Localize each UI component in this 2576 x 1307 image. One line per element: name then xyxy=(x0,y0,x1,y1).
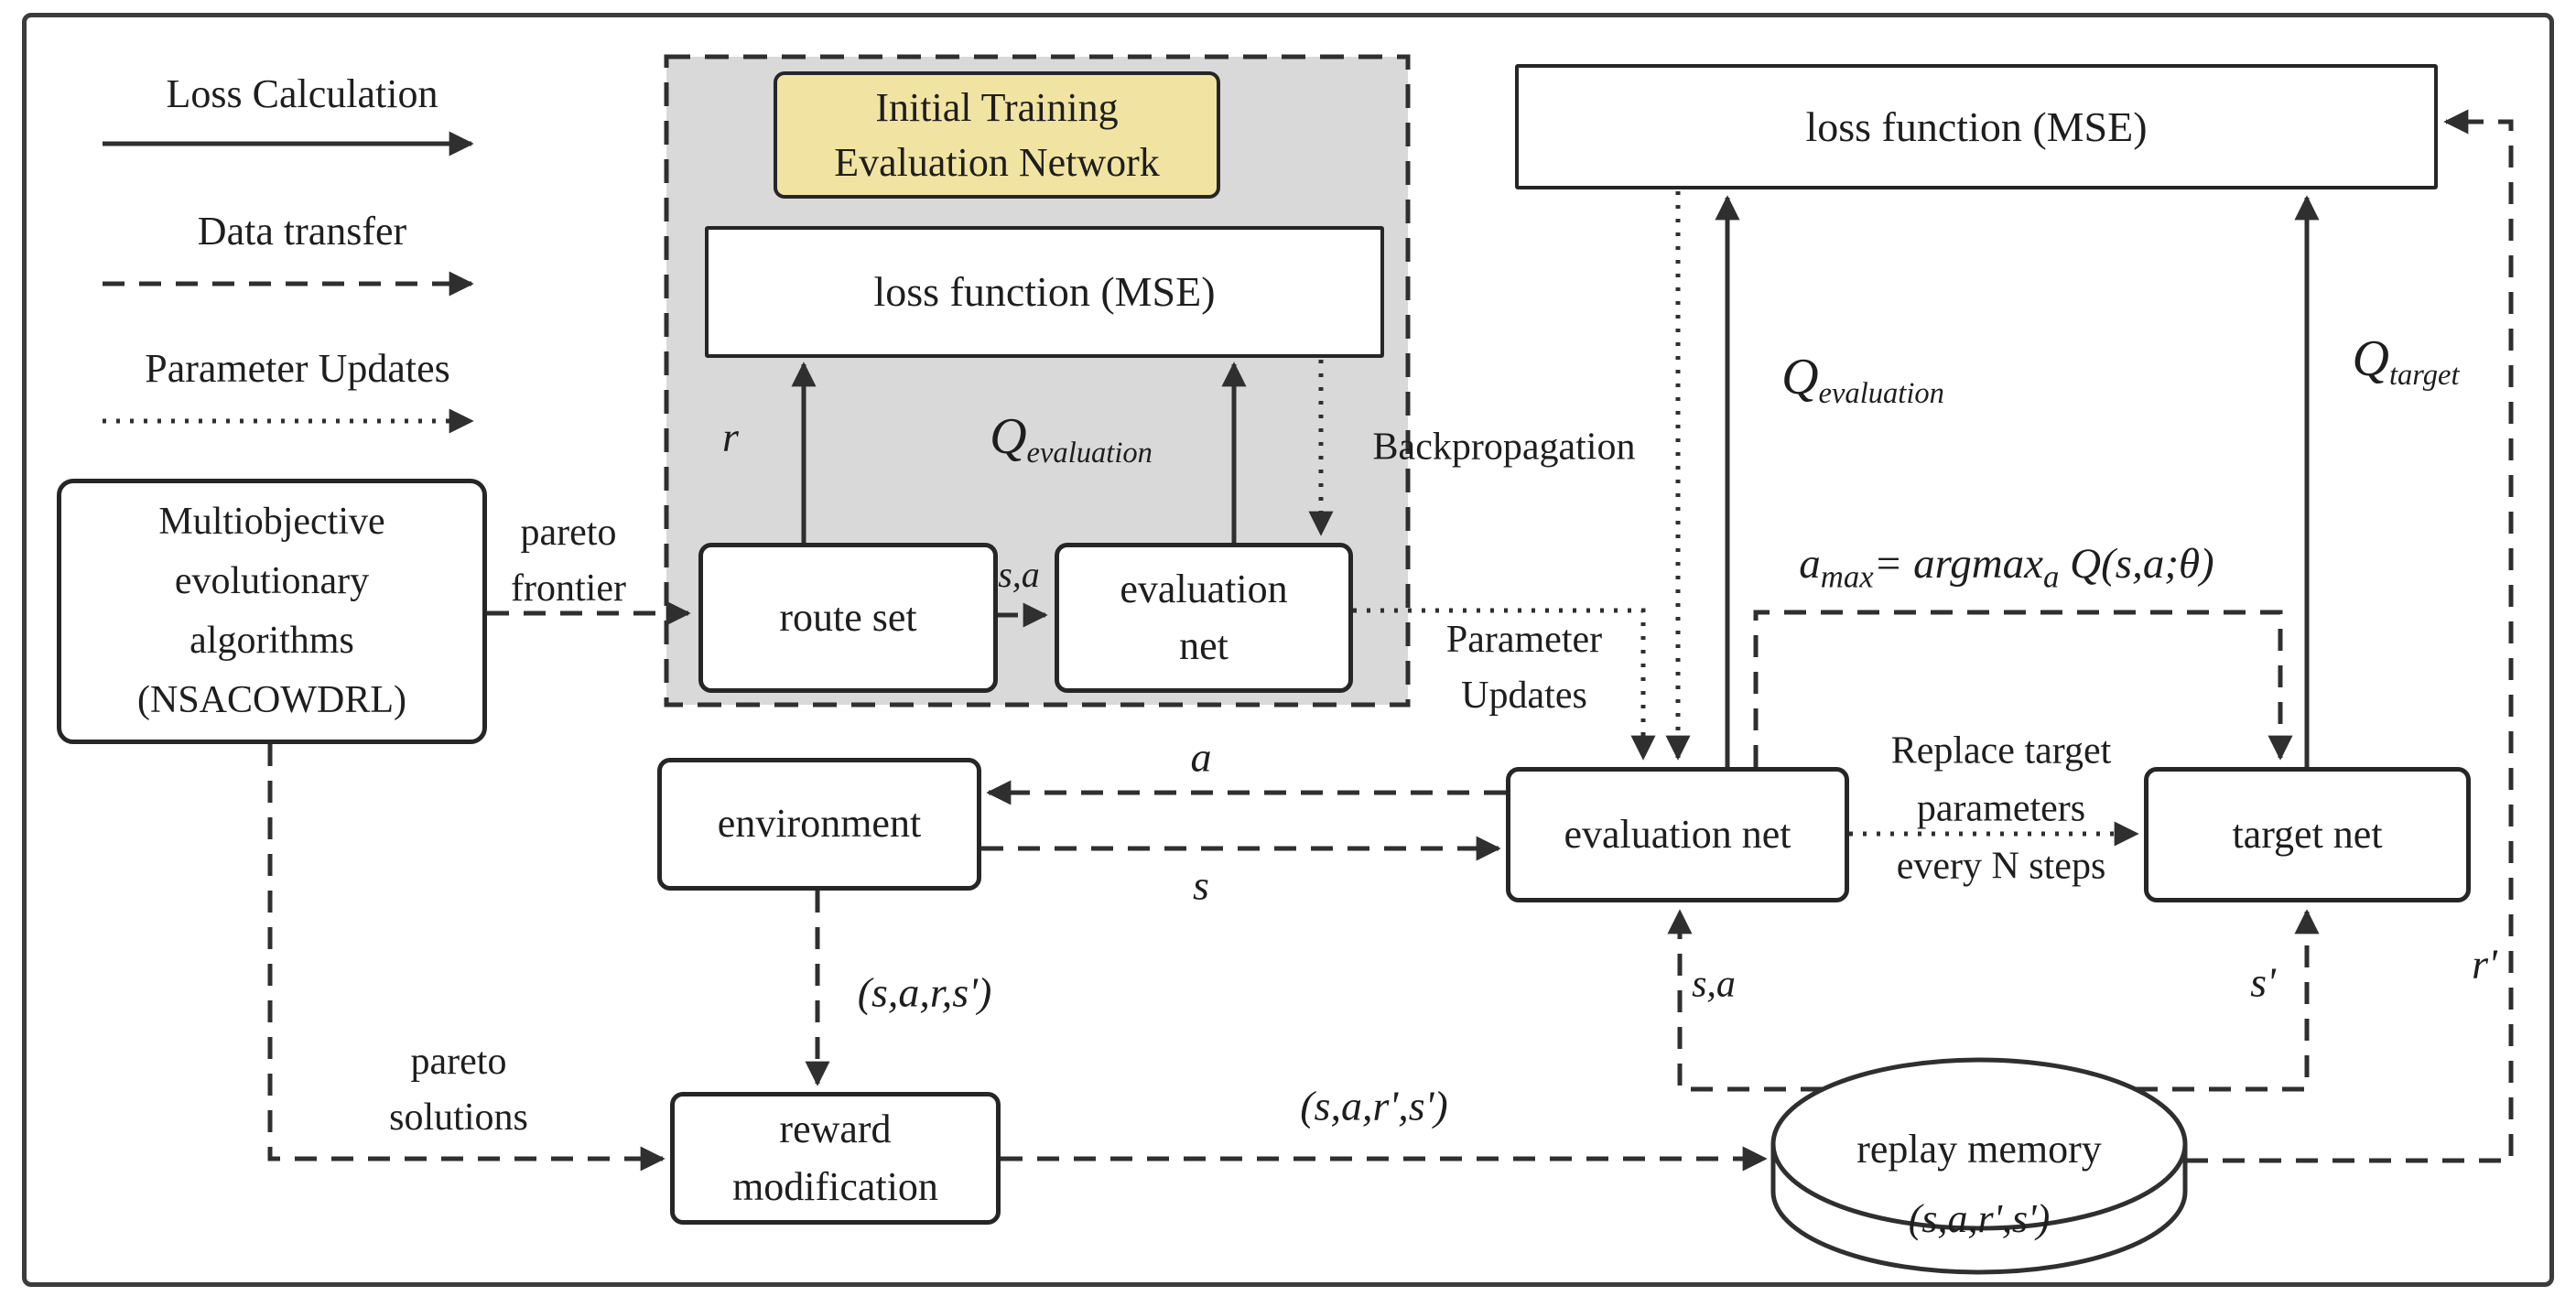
q-target-main: Q xyxy=(2352,330,2389,387)
evaluation-net-box: evaluation net xyxy=(1506,767,1849,902)
q-target-sub: target xyxy=(2388,358,2460,392)
loss-function-main-box: loss function (MSE) xyxy=(1515,64,2438,189)
loss-initial-label: loss function (MSE) xyxy=(873,268,1216,316)
edge-amax xyxy=(1753,610,2293,767)
formula-eq-argmax: = argmax xyxy=(1873,540,2044,589)
title-line1: Initial Training xyxy=(875,85,1119,131)
reward-modification-line1: reward xyxy=(779,1107,892,1152)
cylinder-top xyxy=(1770,1057,2188,1231)
edge-s-prime xyxy=(2136,909,2320,1092)
replay-memory-tuple: (s,a,r',s') xyxy=(1908,1196,2051,1242)
formula-q-term: Q(s,a;θ) xyxy=(2070,540,2214,589)
environment-label: environment xyxy=(717,801,922,847)
route-set-box: route set xyxy=(698,543,998,693)
legend-label-loss-calculation: Loss Calculation xyxy=(166,71,438,117)
sarps-label: (s,a,r',s') xyxy=(1300,1082,1448,1129)
edge-r-prime xyxy=(2186,109,2514,1163)
environment-box: environment xyxy=(657,758,981,891)
formula-a-sub: a xyxy=(2043,558,2060,595)
backpropagation-label: Backpropagation xyxy=(1372,426,1636,469)
target-net-box: target net xyxy=(2144,767,2471,902)
replace-target-label: Replace target parameters every N steps xyxy=(1891,723,2112,896)
pareto-frontier-line2: frontier xyxy=(511,567,626,610)
initial-training-title-box: Initial Training Evaluation Network xyxy=(774,71,1220,199)
target-net-label: target net xyxy=(2232,811,2383,857)
q-evaluation-sub: evaluation xyxy=(1818,376,1944,410)
s-prime-label: s' xyxy=(2250,958,2276,1006)
formula-a: a xyxy=(1799,540,1821,589)
q-evaluation-initial-sub: evaluation xyxy=(1026,436,1153,470)
evaluation-net-initial-box: evaluation net xyxy=(1055,543,1353,693)
a-label: a xyxy=(1190,733,1212,781)
replay-memory-label: replay memory xyxy=(1856,1127,2102,1172)
sa-replay-label: s,a xyxy=(1692,963,1736,1006)
edge-sa-replay xyxy=(1667,909,1823,1092)
pareto-solutions-label: pareto solutions xyxy=(389,1034,528,1146)
edge-pareto-solutions xyxy=(267,744,666,1172)
legend-label-parameter-updates: Parameter Updates xyxy=(145,346,450,392)
pareto-solutions-line2: solutions xyxy=(389,1096,528,1139)
parameter-updates-label: Parameter Updates xyxy=(1446,612,1602,724)
reward-modification-box: reward modification xyxy=(670,1092,1001,1225)
q-evaluation-main: Q xyxy=(1781,349,1819,405)
moea-line2: evolutionary xyxy=(174,559,370,602)
loss-function-initial-box: loss function (MSE) xyxy=(705,226,1384,358)
outer-frame xyxy=(22,13,2554,1287)
moea-box: Multiobjective evolutionary algorithms (… xyxy=(57,479,487,744)
evaluation-net-initial-line1: evaluation xyxy=(1120,566,1288,611)
s-label: s xyxy=(1193,861,1209,909)
q-evaluation-label: Qevaluation xyxy=(1781,340,1944,416)
parameter-updates-line1: Parameter xyxy=(1445,619,1603,662)
r-prime-label: r' xyxy=(2472,940,2497,988)
moea-line4: (NSACOWDRL) xyxy=(137,679,406,722)
pareto-solutions-line1: pareto xyxy=(410,1041,507,1084)
q-evaluation-initial-label: Qevaluation xyxy=(990,400,1153,475)
q-evaluation-initial-main: Q xyxy=(990,408,1027,465)
pareto-frontier-label: pareto frontier xyxy=(511,505,626,617)
edge-parameter-updates xyxy=(1353,608,1656,761)
loss-main-label: loss function (MSE) xyxy=(1805,103,2148,150)
parameter-updates-line2: Updates xyxy=(1461,675,1587,717)
q-target-label: Qtarget xyxy=(2353,322,2460,397)
evaluation-net-label: evaluation net xyxy=(1564,811,1791,857)
title-line2: Evaluation Network xyxy=(834,139,1160,185)
legend-label-data-transfer: Data transfer xyxy=(197,209,407,254)
sars-label: (s,a,r,s') xyxy=(857,968,992,1016)
replay-memory-cylinder xyxy=(1770,1057,2188,1275)
replace-target-line1: Replace target xyxy=(1890,729,2112,772)
replace-target-line3: every N steps xyxy=(1896,845,2106,888)
evaluation-net-initial-line2: net xyxy=(1179,623,1228,668)
reward-modification-line2: modification xyxy=(732,1163,938,1209)
r-label: r xyxy=(722,413,739,460)
sa-route-label: s,a xyxy=(998,554,1040,595)
replace-target-line2: parameters xyxy=(1916,787,2086,830)
moea-line1: Multiobjective xyxy=(158,500,385,543)
pareto-frontier-line1: pareto xyxy=(520,512,617,555)
route-set-label: route set xyxy=(779,594,917,640)
moea-line3: algorithms xyxy=(189,620,354,662)
formula-max-sub: max xyxy=(1820,558,1874,595)
